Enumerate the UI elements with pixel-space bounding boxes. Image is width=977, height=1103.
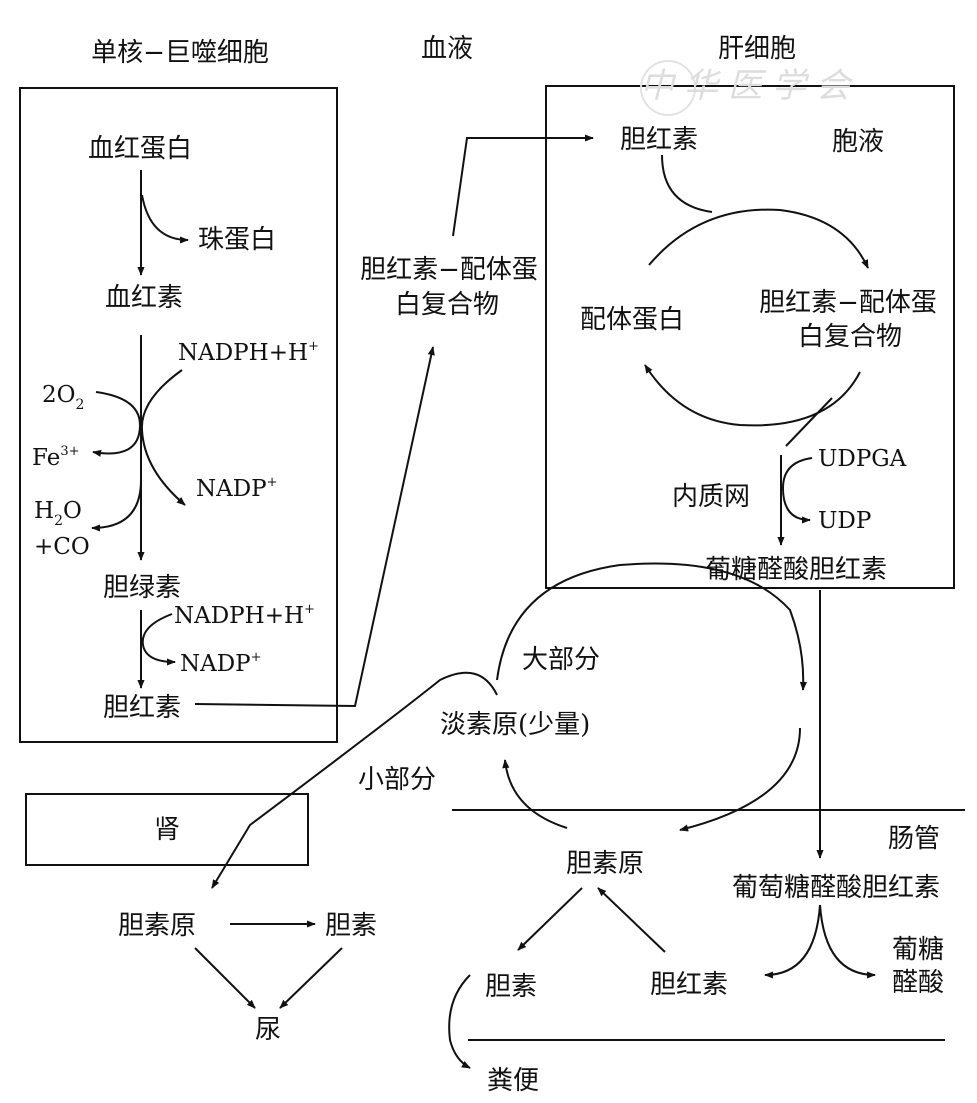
watermark-text: 中华医学会 — [640, 66, 860, 106]
title-intestine: 肠管 — [888, 824, 941, 854]
label-bilirubin-liver: 胆红素 — [620, 125, 699, 155]
label-h2o: H2O — [34, 498, 82, 529]
title-er: 内质网 — [672, 482, 751, 512]
arrow-kidney-bilinogen-to-urine — [194, 947, 256, 1009]
label-glucuronic-acid-1: 葡糖 — [892, 935, 945, 965]
arrow-enterohepatic-big — [496, 562, 807, 691]
arrow-bilin-to-feces — [448, 974, 471, 1069]
arrow-nadph2 — [141, 613, 176, 666]
label-glucuronide-gut: 葡萄糖醛酸胆红素 — [731, 873, 941, 903]
title-kidney: 肾 — [153, 815, 181, 845]
watermark-seal — [640, 60, 696, 116]
label-nadph-2: NADPH+H+ — [174, 602, 315, 629]
title-liver: 肝细胞 — [717, 34, 797, 64]
label-bilin-gut: 胆素 — [485, 972, 538, 1002]
label-udp: UDP — [818, 508, 872, 534]
title-blood: 血液 — [420, 34, 474, 64]
label-biliverdin: 胆绿素 — [103, 573, 182, 603]
label-udpga: UDPGA — [818, 446, 907, 472]
label-liver-complex-1: 胆红素−配体蛋 — [759, 288, 937, 318]
label-nadp-2: NADP+ — [180, 650, 262, 677]
title-cytosol: 胞液 — [832, 127, 885, 157]
arrow-to-kidney — [211, 671, 498, 889]
monocyte-box — [19, 87, 338, 743]
label-glucuronic-acid-2: 醛酸 — [892, 968, 945, 998]
title-monocyte: 单核−巨噬细胞 — [91, 38, 269, 68]
label-bilirubin-gut: 胆红素 — [650, 970, 729, 1000]
label-fe3: Fe3+ — [32, 444, 80, 471]
arrow-kidney-bilin-to-urine — [279, 947, 343, 1009]
arrow-gut-glucuronic — [819, 904, 876, 979]
label-majority: 大部分 — [522, 645, 601, 675]
label-ligandin: 配体蛋白 — [580, 305, 685, 335]
arrow-nadph1 — [140, 369, 186, 506]
label-hemoglobin: 血红蛋白 — [88, 134, 193, 164]
arrow-globin — [141, 194, 189, 244]
label-co: +CO — [34, 534, 90, 560]
arrow-to-liver — [452, 134, 594, 237]
label-nadp-1: NADP+ — [196, 475, 278, 502]
label-blood-complex-2: 白复合物 — [394, 290, 500, 320]
liver-box — [545, 85, 955, 589]
arrow-h2o-co — [91, 479, 142, 532]
label-liver-complex-2: 白复合物 — [797, 322, 903, 352]
arrow-return-bilinogen — [679, 727, 801, 832]
label-bilinogen-gut: 胆素原 — [566, 849, 645, 879]
arrow-bilinogen-to-bilin — [517, 887, 583, 951]
arrow-cycle-forward — [648, 208, 869, 269]
label-heme: 血红素 — [105, 283, 184, 313]
arrow-cycle-back — [644, 364, 861, 427]
label-urine: 尿 — [255, 1015, 282, 1045]
arrow-o2-fe — [92, 391, 142, 457]
label-feces: 粪便 — [487, 1066, 540, 1096]
liver-exit-line — [785, 397, 833, 447]
liver-connector — [661, 154, 713, 213]
label-nadph-1: NADPH+H+ — [178, 339, 319, 366]
arrow-reabsorb — [502, 759, 568, 829]
label-bilinogen-kidney: 胆素原 — [118, 911, 197, 941]
label-o2: 2O2 — [42, 382, 85, 413]
arrow-bilirubin-to-bilinogen — [597, 887, 666, 953]
arrow-udpga-udp — [781, 457, 813, 524]
label-minority: 小部分 — [358, 765, 437, 795]
kidney-box — [25, 793, 309, 866]
arrow-gut-bilirubin — [764, 904, 821, 979]
label-urobilinogen-small: 淡素原(少量) — [440, 710, 591, 740]
label-blood-complex-1: 胆红素−配体蛋 — [360, 255, 538, 285]
label-bilirubin-mono: 胆红素 — [103, 693, 182, 723]
label-glucuronide-liver: 葡糖醛酸胆红素 — [704, 555, 888, 585]
label-bilin-kidney: 胆素 — [325, 911, 378, 941]
arrow-to-blood — [194, 346, 435, 708]
label-globin: 珠蛋白 — [198, 225, 277, 255]
